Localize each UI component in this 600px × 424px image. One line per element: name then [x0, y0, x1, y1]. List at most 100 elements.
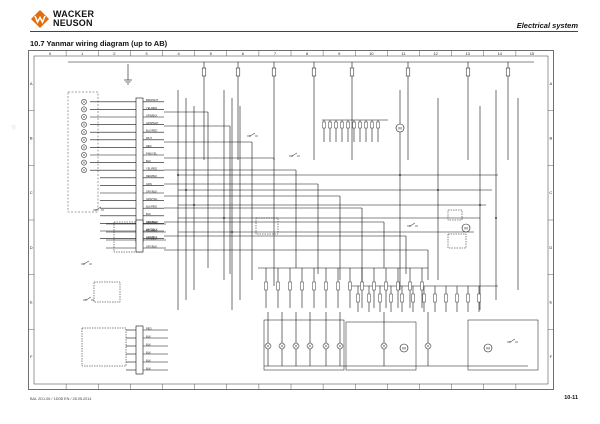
- page-header: WACKER NEUSON Electrical system: [0, 0, 600, 40]
- fuse: [235, 67, 241, 77]
- lamp-icon: [306, 342, 314, 350]
- indicator-lamp: [81, 129, 87, 136]
- motor-icon-mark: M: [398, 126, 401, 131]
- wire-color-label: BLK: [146, 366, 151, 370]
- wire-color-label: BLK/RED: [146, 205, 157, 209]
- fuse: [324, 281, 328, 291]
- fuse: [378, 293, 382, 303]
- diode: [364, 121, 368, 129]
- column-label: 15: [530, 51, 535, 56]
- harness-loop: [467, 319, 539, 371]
- frame-outer: [28, 50, 554, 390]
- switch-icon: [247, 132, 258, 137]
- harness-loop: [263, 319, 345, 371]
- lamp-icon: [336, 342, 344, 350]
- wire-color-label: GRN/WHT: [146, 220, 159, 224]
- wire-color-label: GRY/BLK: [146, 220, 157, 224]
- junction-dot: [437, 189, 439, 191]
- diagram-title: 10.7 Yanmar wiring diagram (up to AB): [30, 39, 168, 48]
- brand-logo-icon: [31, 10, 49, 28]
- wire-color-label: RED/BLU: [146, 228, 157, 232]
- frame-inner: [33, 55, 549, 385]
- harness-loop: [345, 321, 417, 371]
- diode: [346, 121, 350, 129]
- column-label: 12: [433, 51, 438, 56]
- wire-color-label: YEL/RED: [146, 167, 157, 171]
- fuse: [465, 67, 471, 77]
- fuse: [422, 293, 426, 303]
- fuse: [444, 293, 448, 303]
- relay-box: [81, 327, 127, 367]
- column-label: 6: [242, 51, 245, 56]
- junction-dot: [185, 189, 187, 191]
- wire-color-label: BLU/RED: [146, 129, 157, 133]
- diode: [328, 121, 332, 129]
- connector-block: [135, 219, 144, 253]
- wire-color-label: GRN/BLK: [146, 235, 158, 239]
- fuse: [300, 281, 304, 291]
- lamp-icon: [292, 342, 300, 350]
- switch-icon: [93, 206, 104, 211]
- wire-color-label: GRN/BLK: [146, 236, 158, 240]
- indicator-lamp: [81, 152, 87, 158]
- wire-color-label: BLK: [146, 358, 151, 362]
- fuse: [271, 67, 277, 77]
- fuse: [455, 293, 459, 303]
- wire-color-label: GRY/BLK: [146, 244, 157, 248]
- fuse: [372, 281, 376, 291]
- fuse: [348, 281, 352, 291]
- brand-name-line2: NEUSON: [53, 18, 93, 28]
- row-label: A: [549, 81, 552, 86]
- diode: [358, 121, 362, 129]
- junction-dot: [495, 217, 497, 219]
- fuse: [466, 293, 470, 303]
- relay-box: [93, 281, 121, 303]
- switch-icon: [83, 296, 94, 301]
- indicator-lamp: [81, 106, 87, 113]
- fuse: [396, 281, 400, 291]
- column-label: 14: [498, 51, 503, 56]
- column-label: 7: [274, 51, 277, 56]
- row-label: C: [549, 190, 552, 195]
- fuse: [336, 281, 340, 291]
- header-divider: [30, 31, 578, 32]
- indicator-lamp: [81, 136, 87, 143]
- fuse: [433, 293, 437, 303]
- fuse: [201, 67, 207, 77]
- column-label: 0: [49, 51, 52, 56]
- fuse: [505, 67, 511, 77]
- relay-box: [255, 217, 279, 235]
- fuse: [349, 67, 355, 77]
- wire-color-label: GRN/WHT: [146, 121, 159, 125]
- fuse: [408, 281, 412, 291]
- wire-color-label: GRN: [146, 182, 152, 186]
- wire-color-label: GRN/YEL: [146, 197, 158, 201]
- switch-icon: [289, 152, 300, 157]
- wire-color-label: BRN/WHT: [146, 98, 159, 102]
- instrument-panel-frame: [67, 91, 99, 213]
- indicator-lamp: [81, 144, 87, 151]
- relay-box: [447, 209, 463, 221]
- brand-name-line1: WACKER: [53, 9, 95, 19]
- wire-color-label: GRN/BLK: [146, 113, 158, 117]
- junction-dot: [177, 174, 179, 176]
- motor-icon-mark: M: [402, 346, 405, 351]
- wire-color-label: BLK: [146, 350, 151, 354]
- column-label: 11: [401, 51, 406, 56]
- motor-icon: [395, 123, 405, 133]
- row-label: A: [30, 81, 33, 86]
- wire-color-label: YEL/RED: [146, 106, 157, 110]
- diode: [334, 121, 338, 129]
- diode: [340, 121, 344, 129]
- junction-dot: [479, 204, 481, 206]
- section-title: Electrical system: [516, 21, 578, 30]
- switch-icon: [81, 260, 92, 265]
- diode: [376, 121, 380, 129]
- fuse: [477, 293, 481, 303]
- wire-color-label: GRY/BLK: [146, 189, 157, 193]
- column-label: 1: [81, 51, 84, 56]
- row-label: D: [30, 245, 33, 250]
- wire-color-label: BLK: [146, 334, 151, 338]
- wire-color-label: BLK: [146, 342, 151, 346]
